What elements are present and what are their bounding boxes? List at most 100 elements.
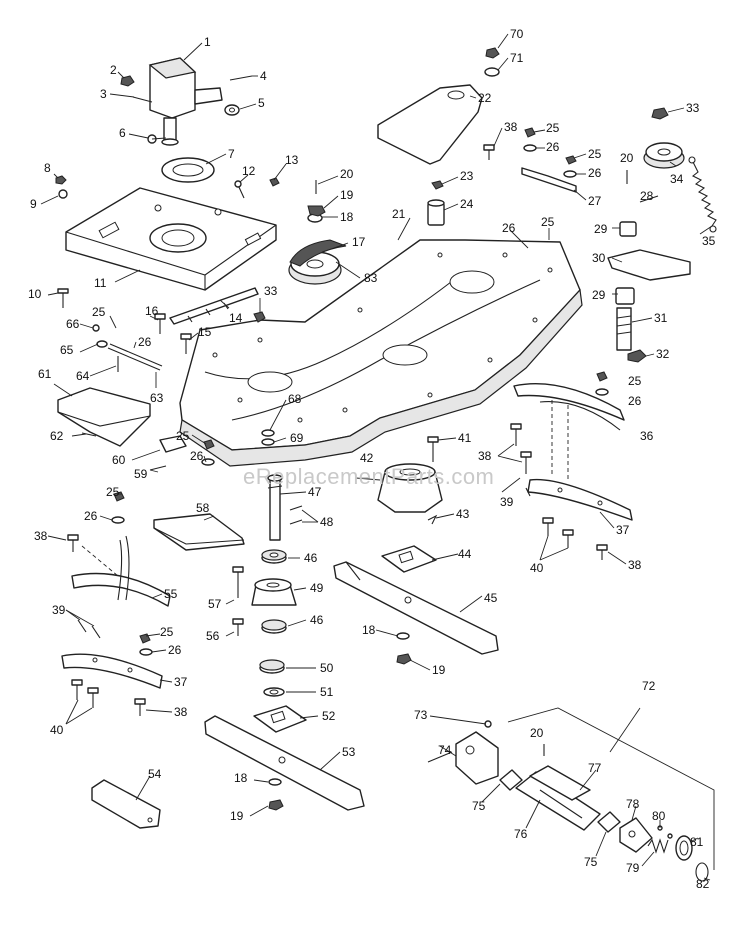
blade-adapter-44[interactable] [381, 545, 437, 573]
callout-label: 47 [308, 485, 322, 499]
nut-washer-18-19-lower[interactable] [268, 778, 284, 811]
callout-label: 17 [352, 235, 366, 249]
callout-label: 25 [546, 121, 560, 135]
rod-assembly-63[interactable] [92, 324, 163, 372]
gearbox-mount-plate[interactable] [65, 187, 277, 291]
callout-label: 38 [174, 705, 188, 719]
spring-35[interactable] [688, 156, 717, 233]
callout-labels: 1 2 3 4 5 6 7 8 9 10 11 12 13 14 15 16 1… [28, 27, 716, 891]
blade-53[interactable] [204, 715, 365, 811]
blade-45[interactable] [333, 561, 499, 655]
baffle-36[interactable] [513, 383, 625, 480]
callout-label: 37 [616, 523, 630, 537]
callout-label: 55 [164, 587, 178, 601]
baffle-37-left[interactable] [61, 653, 163, 689]
callout-label: 57 [208, 597, 222, 611]
callout-label: 77 [588, 761, 602, 775]
gearbox-part[interactable] [148, 57, 223, 146]
nut-washer-70-71[interactable] [484, 47, 500, 77]
bolt-12-13[interactable] [234, 177, 280, 199]
pin-43[interactable] [427, 514, 438, 525]
nut-68-69[interactable] [261, 429, 275, 446]
callout-label: 26 [588, 166, 602, 180]
blade-adapter-52[interactable] [253, 705, 307, 733]
spindle-housing-42[interactable] [377, 463, 443, 513]
bolts-56-57[interactable] [232, 566, 244, 636]
nut-washer-left[interactable] [111, 491, 153, 656]
callout-label: 41 [458, 431, 472, 445]
baffle-55-left[interactable] [71, 535, 171, 607]
callout-label: 20 [530, 726, 544, 740]
idler-arm-27[interactable] [521, 127, 577, 193]
callout-label: 2 [110, 63, 117, 77]
callout-label: 46 [310, 613, 324, 627]
callout-label: 80 [652, 809, 666, 823]
callout-label: 9 [30, 197, 37, 211]
callout-label: 81 [690, 835, 704, 849]
callout-label: 83 [364, 271, 378, 285]
nut-33-deck[interactable] [253, 311, 266, 323]
bolt-41[interactable] [427, 436, 439, 462]
callout-label: 29 [594, 222, 608, 236]
bracket-58[interactable] [153, 513, 245, 551]
bolts-15-16[interactable] [154, 313, 192, 354]
driveshaft-assembly-72[interactable] [427, 707, 715, 882]
callout-label: 21 [392, 207, 406, 221]
callout-label: 18 [234, 771, 248, 785]
callout-label: 12 [242, 164, 256, 178]
callout-label: 27 [588, 194, 602, 208]
callout-label: 34 [670, 172, 684, 186]
callout-label: 11 [94, 276, 107, 290]
nut-washer-18-19-middle[interactable] [396, 632, 412, 665]
callout-label: 25 [541, 215, 555, 229]
bolts-left-38-40[interactable] [67, 534, 146, 716]
bolt-nut-8-9[interactable] [55, 175, 68, 199]
callout-label: 46 [304, 551, 318, 565]
idler-pulley-34[interactable] [643, 107, 685, 169]
callout-label: 82 [696, 877, 710, 891]
bolts-38-right[interactable] [483, 144, 608, 560]
bracket-14[interactable] [169, 287, 259, 325]
callout-label: 32 [656, 347, 670, 361]
bolts-39-40-right[interactable] [525, 487, 574, 548]
pin-20[interactable] [626, 170, 659, 203]
callout-label: 18 [362, 623, 376, 637]
idler-bracket-30[interactable] [607, 221, 691, 363]
blade-54[interactable] [91, 779, 161, 829]
bearings-46-51[interactable] [251, 549, 297, 697]
bolt-10[interactable] [57, 288, 69, 308]
deck-cover-22[interactable] [377, 84, 483, 165]
callout-label: 33 [686, 101, 700, 115]
callout-label: 42 [360, 451, 374, 465]
callout-label: 65 [60, 343, 74, 357]
gasket-part[interactable] [161, 157, 215, 183]
callout-label: 8 [44, 161, 51, 175]
callout-label: 7 [228, 147, 235, 161]
callout-label: 39 [500, 495, 514, 509]
pulley-belt-assembly[interactable] [288, 180, 347, 285]
nut-washer-25-26[interactable] [595, 371, 609, 396]
nut-washer-near-59[interactable] [201, 439, 215, 466]
callout-label: 20 [340, 167, 354, 181]
callout-label: 26 [190, 449, 204, 463]
callout-label: 31 [654, 311, 668, 325]
baffle-37-right[interactable] [527, 478, 633, 521]
hinge-59-60[interactable] [149, 435, 187, 471]
callout-label: 19 [432, 663, 446, 677]
callout-label: 25 [160, 625, 174, 639]
callout-label: 33 [264, 284, 278, 298]
callout-label: 43 [456, 507, 470, 521]
callout-label: 18 [340, 210, 354, 224]
callout-label: 61 [38, 367, 52, 381]
spacer-23-24[interactable] [427, 180, 445, 226]
callout-label: 63 [150, 391, 164, 405]
callout-label: 4 [260, 69, 267, 83]
callout-label: 75 [584, 855, 598, 869]
discharge-chute-61[interactable] [57, 387, 151, 447]
spindle-shaft-47[interactable] [267, 474, 303, 541]
callout-label: 25 [628, 374, 642, 388]
gearbox-hardware[interactable] [120, 75, 253, 144]
callout-label: 6 [119, 126, 126, 140]
callout-label: 38 [34, 529, 48, 543]
